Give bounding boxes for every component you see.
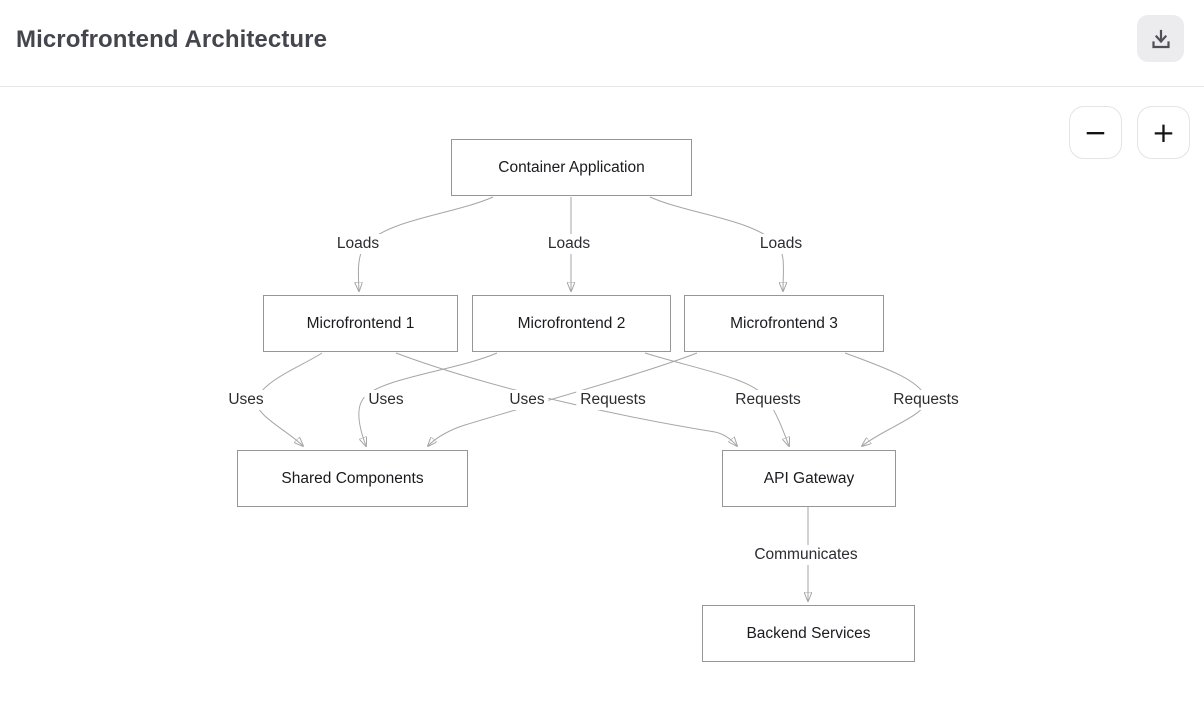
node-microfrontend-1: Microfrontend 1 — [263, 295, 458, 352]
download-icon — [1149, 27, 1173, 51]
node-container-application: Container Application — [451, 139, 692, 196]
node-microfrontend-2: Microfrontend 2 — [472, 295, 671, 352]
node-microfrontend-3: Microfrontend 3 — [684, 295, 884, 352]
edge-label: Requests — [576, 390, 650, 410]
download-button[interactable] — [1137, 15, 1184, 62]
edge-label: Loads — [755, 234, 807, 254]
node-label: Backend Services — [746, 624, 871, 642]
node-label: Microfrontend 2 — [517, 314, 626, 332]
edge-label: Uses — [364, 390, 408, 410]
edge-mf3-shared — [428, 352, 698, 446]
edge-label: Uses — [224, 390, 268, 410]
edge-label: Uses — [505, 390, 549, 410]
header: Microfrontend Architecture — [0, 0, 1204, 87]
node-label: Container Application — [498, 158, 645, 176]
edge-label: Communicates — [750, 545, 862, 565]
node-label: Shared Components — [281, 469, 424, 487]
node-label: Microfrontend 3 — [730, 314, 838, 332]
page-title: Microfrontend Architecture — [16, 26, 328, 53]
node-label: Microfrontend 1 — [306, 314, 415, 332]
edge-mf1-api — [395, 352, 737, 446]
node-shared-components: Shared Components — [237, 450, 468, 507]
edge-label: Requests — [889, 390, 963, 410]
edge-label: Requests — [731, 390, 805, 410]
node-backend-services: Backend Services — [702, 605, 915, 662]
edge-label: Loads — [332, 234, 384, 254]
node-api-gateway: API Gateway — [722, 450, 896, 507]
edge-label: Loads — [543, 234, 595, 254]
node-label: API Gateway — [763, 469, 855, 487]
